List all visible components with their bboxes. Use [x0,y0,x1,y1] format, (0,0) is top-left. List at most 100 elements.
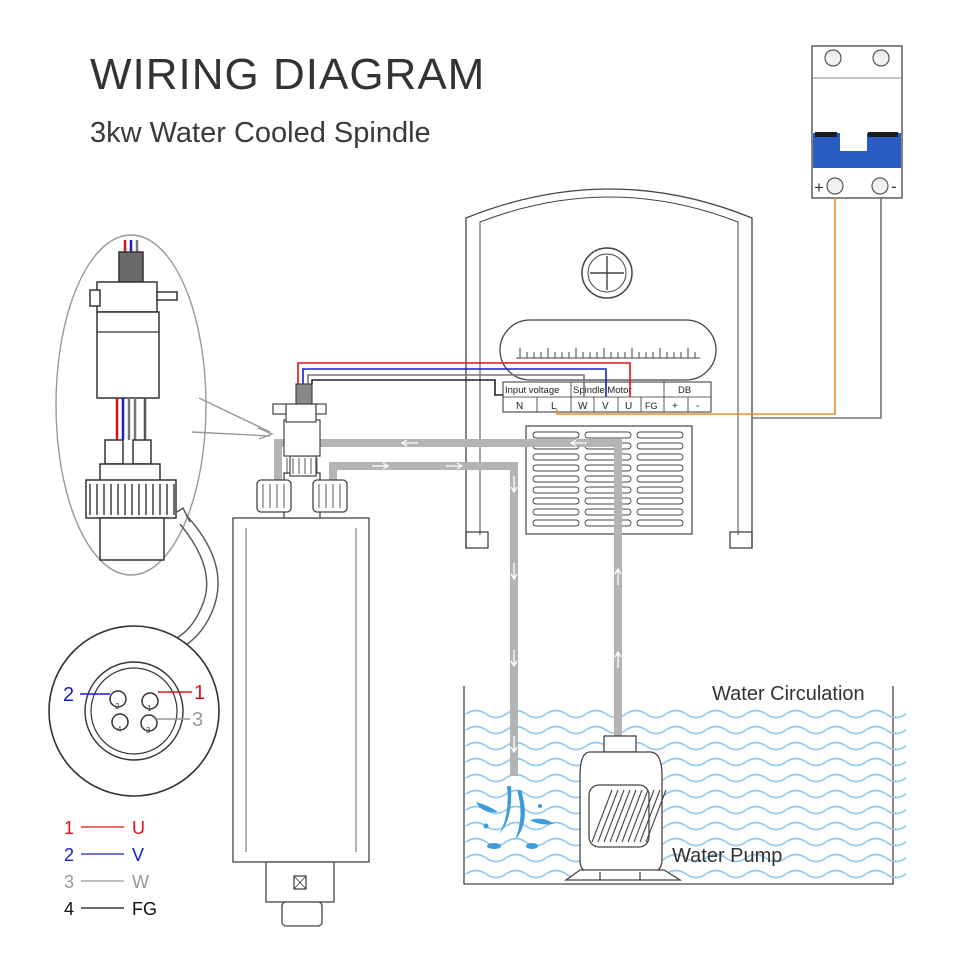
legend-pin-3: 3 [64,872,74,892]
pump-grille [591,789,667,843]
connector-pin-3 [140,714,158,732]
pointer-arrow [164,506,219,653]
water-wave [465,709,907,719]
vent-slot [584,431,632,439]
vent-slot [584,486,632,494]
pump-grille-line [621,789,643,843]
connector-pin-1 [141,692,159,710]
pump-grille-line [615,789,637,843]
wire-grey-w [307,374,585,397]
connector-pin-number-1: 1 [147,704,152,713]
connector-pin-4 [111,713,129,731]
callout-label-3: 3 [192,709,203,731]
water-wave [465,773,907,783]
pump-grille-line [633,789,655,843]
flow-arrow [510,563,518,581]
vent-slot [532,508,580,516]
water-wave [465,853,907,863]
display-teeth [519,348,696,358]
terminal-v: V [602,401,609,412]
vent-slot [636,453,684,461]
flow-arrow [446,462,464,470]
water-wave [465,789,907,799]
vent-slot [532,453,580,461]
vent-slot [584,497,632,505]
breaker-toggle-left [815,132,837,137]
vent-slot [532,486,580,494]
vent-slot [636,464,684,472]
flow-arrow [510,476,518,494]
vent-slot [584,464,632,472]
terminal-n: N [516,401,523,412]
terminal-group-db: DB [678,385,691,396]
wire-grey-minus [752,197,882,419]
breaker-top-screw-left [824,49,842,67]
connector-pin-number-3: 3 [146,726,151,735]
vent-slot [532,475,580,483]
spindle-connector [272,383,327,477]
vent-slot [636,431,684,439]
terminal-minus: - [696,401,699,412]
breaker-bottom-screw-right [871,177,889,195]
pump-grille-line [591,789,613,843]
coolant-pipes [274,439,622,776]
breaker-toggle-right [868,132,898,137]
pipe-supply [329,462,518,776]
pump-grille-line [597,789,619,843]
terminal-u: U [625,401,632,412]
vent-slot [532,464,580,472]
callout-label-1: 1 [194,682,205,704]
pipe-return [274,439,622,736]
flow-arrow [614,650,622,668]
hose-nut-right [312,479,348,513]
legend-phase-u: U [132,818,145,838]
water-wave [465,805,907,815]
page-title: WIRING DIAGRAM [90,50,486,99]
pump-grille-line [645,789,667,843]
power-wires [297,197,882,419]
vent-slot [636,475,684,483]
inverter-display-window [499,319,717,381]
legend-phase-v: V [132,845,144,865]
page-subtitle: 3kw Water Cooled Spindle [90,117,431,149]
spindle-body [232,517,370,863]
terminal-strip: Input voltage Spindle Motor DB N L W V U… [502,381,712,413]
breaker-plus-label: + [814,178,824,197]
vent-slot [636,442,684,450]
spindle-nut-details [262,484,341,508]
terminal-fg: FG [645,401,658,411]
vent-slot [584,475,632,483]
wire-orange-plus [556,197,836,415]
wire-black-fg [311,379,503,396]
legend-phase-fg: FG [132,899,157,919]
breaker-top-screw-right [872,49,890,67]
spindle-collet [281,901,323,927]
flow-arrow [510,736,518,754]
vent-slot [584,453,632,461]
water-splash [476,786,554,849]
flow-arrow [510,650,518,668]
vent-slot [532,497,580,505]
wire-blue-v [302,368,607,397]
flow-arrow [614,567,622,585]
water-wave [465,725,907,735]
water-wave [465,757,907,767]
zoomed-connector [85,240,178,561]
water-waves [465,709,907,879]
inverter [465,188,753,549]
wire-red-u [297,362,631,397]
water-wave [465,741,907,751]
vent-slot [532,519,580,527]
water-wave [465,869,907,879]
terminal-group-input-voltage: Input voltage [505,385,559,396]
water-pump-label: Water Pump [672,845,782,867]
pump-grille-line [627,789,649,843]
inverter-body [465,188,753,548]
terminal-plus: + [672,401,678,412]
vent-slot [636,508,684,516]
legend-pin-1: 1 [64,818,74,838]
connector-pin-2 [109,690,127,708]
flow-arrow [372,462,390,470]
